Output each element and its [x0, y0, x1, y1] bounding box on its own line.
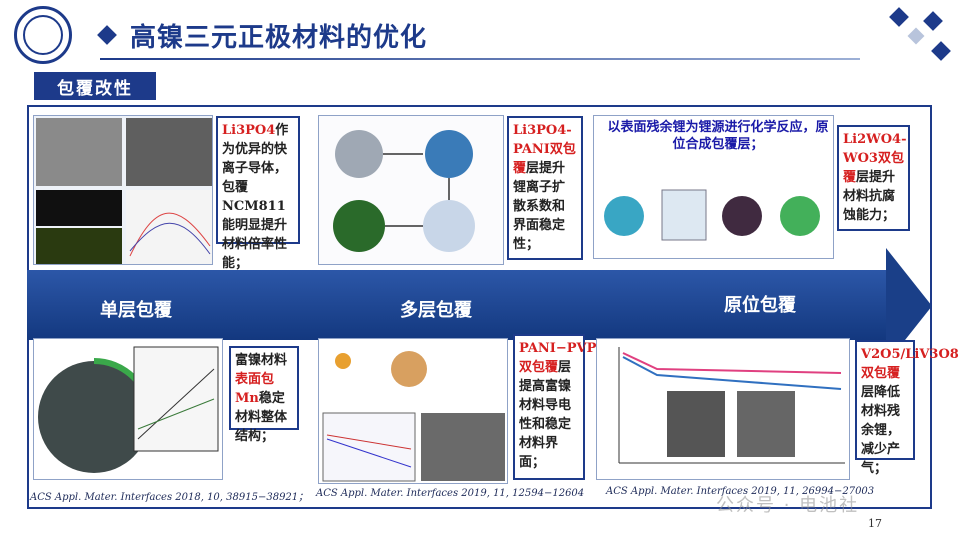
- decor-diamond-icon: [889, 7, 909, 27]
- figure-pani-pvp: [318, 338, 508, 484]
- university-logo: [14, 6, 72, 64]
- text-body: 富镍材料: [235, 353, 288, 368]
- coating-type-band: [27, 270, 887, 340]
- caption-ref: ACS Appl. Mater. Interfaces 2019, 11, 12…: [316, 488, 585, 499]
- text-body: 层降低材料残余锂，减少产气；: [861, 385, 901, 476]
- diamond-bullet-icon: [97, 25, 117, 45]
- caption-ref: ACS Appl. Mater. Interfaces 2018, 10, 38…: [30, 492, 309, 503]
- text-body: 层提高富镍材料导电性和稳定材料界面；: [519, 360, 572, 470]
- text-mn-coating: 富镍材料表面包Mn稳定材料整体结构；: [229, 346, 299, 444]
- text-highlight: Li3PO4-PANI双包覆: [513, 123, 576, 176]
- text-highlight: Li3PO4: [222, 123, 276, 138]
- text-pani-pvp: PANI−PVP双包覆层提高富镍材料导电性和稳定材料界面；: [513, 334, 596, 480]
- figure-li3po4-pani: [318, 115, 504, 265]
- text-body: 层提升锂离子扩散系数和界面稳定性；: [513, 161, 566, 252]
- text-li3po4-pani: Li3PO4-PANI双包覆层提升锂离子扩散系数和界面稳定性；: [507, 116, 583, 260]
- caption-ref: ACS Appl. Mater. Interfaces 2019, 11, 26…: [606, 486, 875, 497]
- title-bar: 高镍三元正极材料的优化: [97, 14, 428, 56]
- text-body: 作为优异的快离子导体，包覆NCM811能明显提升材料倍率性能；: [222, 123, 289, 271]
- figure-li3po4-tem: [33, 115, 213, 265]
- text-v2o5: V2O5/LiV3O8双包覆层降低材料残余锂，减少产气；: [855, 340, 959, 476]
- watermark: 公众号 · 电池社: [716, 495, 860, 516]
- section-label: 包覆改性: [34, 72, 156, 100]
- text-body: 稳定材料整体结构；: [235, 391, 288, 444]
- text-body: 层提升材料抗腐蚀能力；: [843, 170, 896, 223]
- decor-diamond-icon: [907, 27, 925, 45]
- decor-diamond-icon: [931, 41, 951, 61]
- figure-v2o5-cycling: [596, 338, 850, 480]
- label-multi-layer: 多层包覆: [400, 300, 472, 321]
- page-title: 高镍三元正极材料的优化: [130, 22, 428, 53]
- label-in-situ: 原位包覆: [724, 295, 796, 316]
- text-highlight: V2O5/LiV3O8双包覆: [861, 347, 959, 381]
- title-underline: [100, 58, 860, 60]
- text-highlight: PANI−PVP双包覆: [519, 341, 597, 375]
- page-number: 17: [868, 517, 882, 530]
- text-highlight: Li2WO4-WO3双包覆: [843, 132, 907, 185]
- text-li2wo4: Li2WO4-WO3双包覆层提升材料抗腐蚀能力；: [837, 125, 910, 231]
- insitu-annotation: 以表面残余锂为锂源进行化学反应，原位合成包覆层；: [607, 120, 829, 152]
- text-highlight: 表面包Mn: [235, 372, 275, 406]
- figure-mn-coating: [33, 338, 223, 480]
- decor-diamond-icon: [923, 11, 943, 31]
- figure-li2wo4-process: [593, 115, 834, 259]
- label-single-layer: 单层包覆: [100, 300, 172, 321]
- text-li3po4: Li3PO4作为优异的快离子导体，包覆NCM811能明显提升材料倍率性能；: [216, 116, 300, 271]
